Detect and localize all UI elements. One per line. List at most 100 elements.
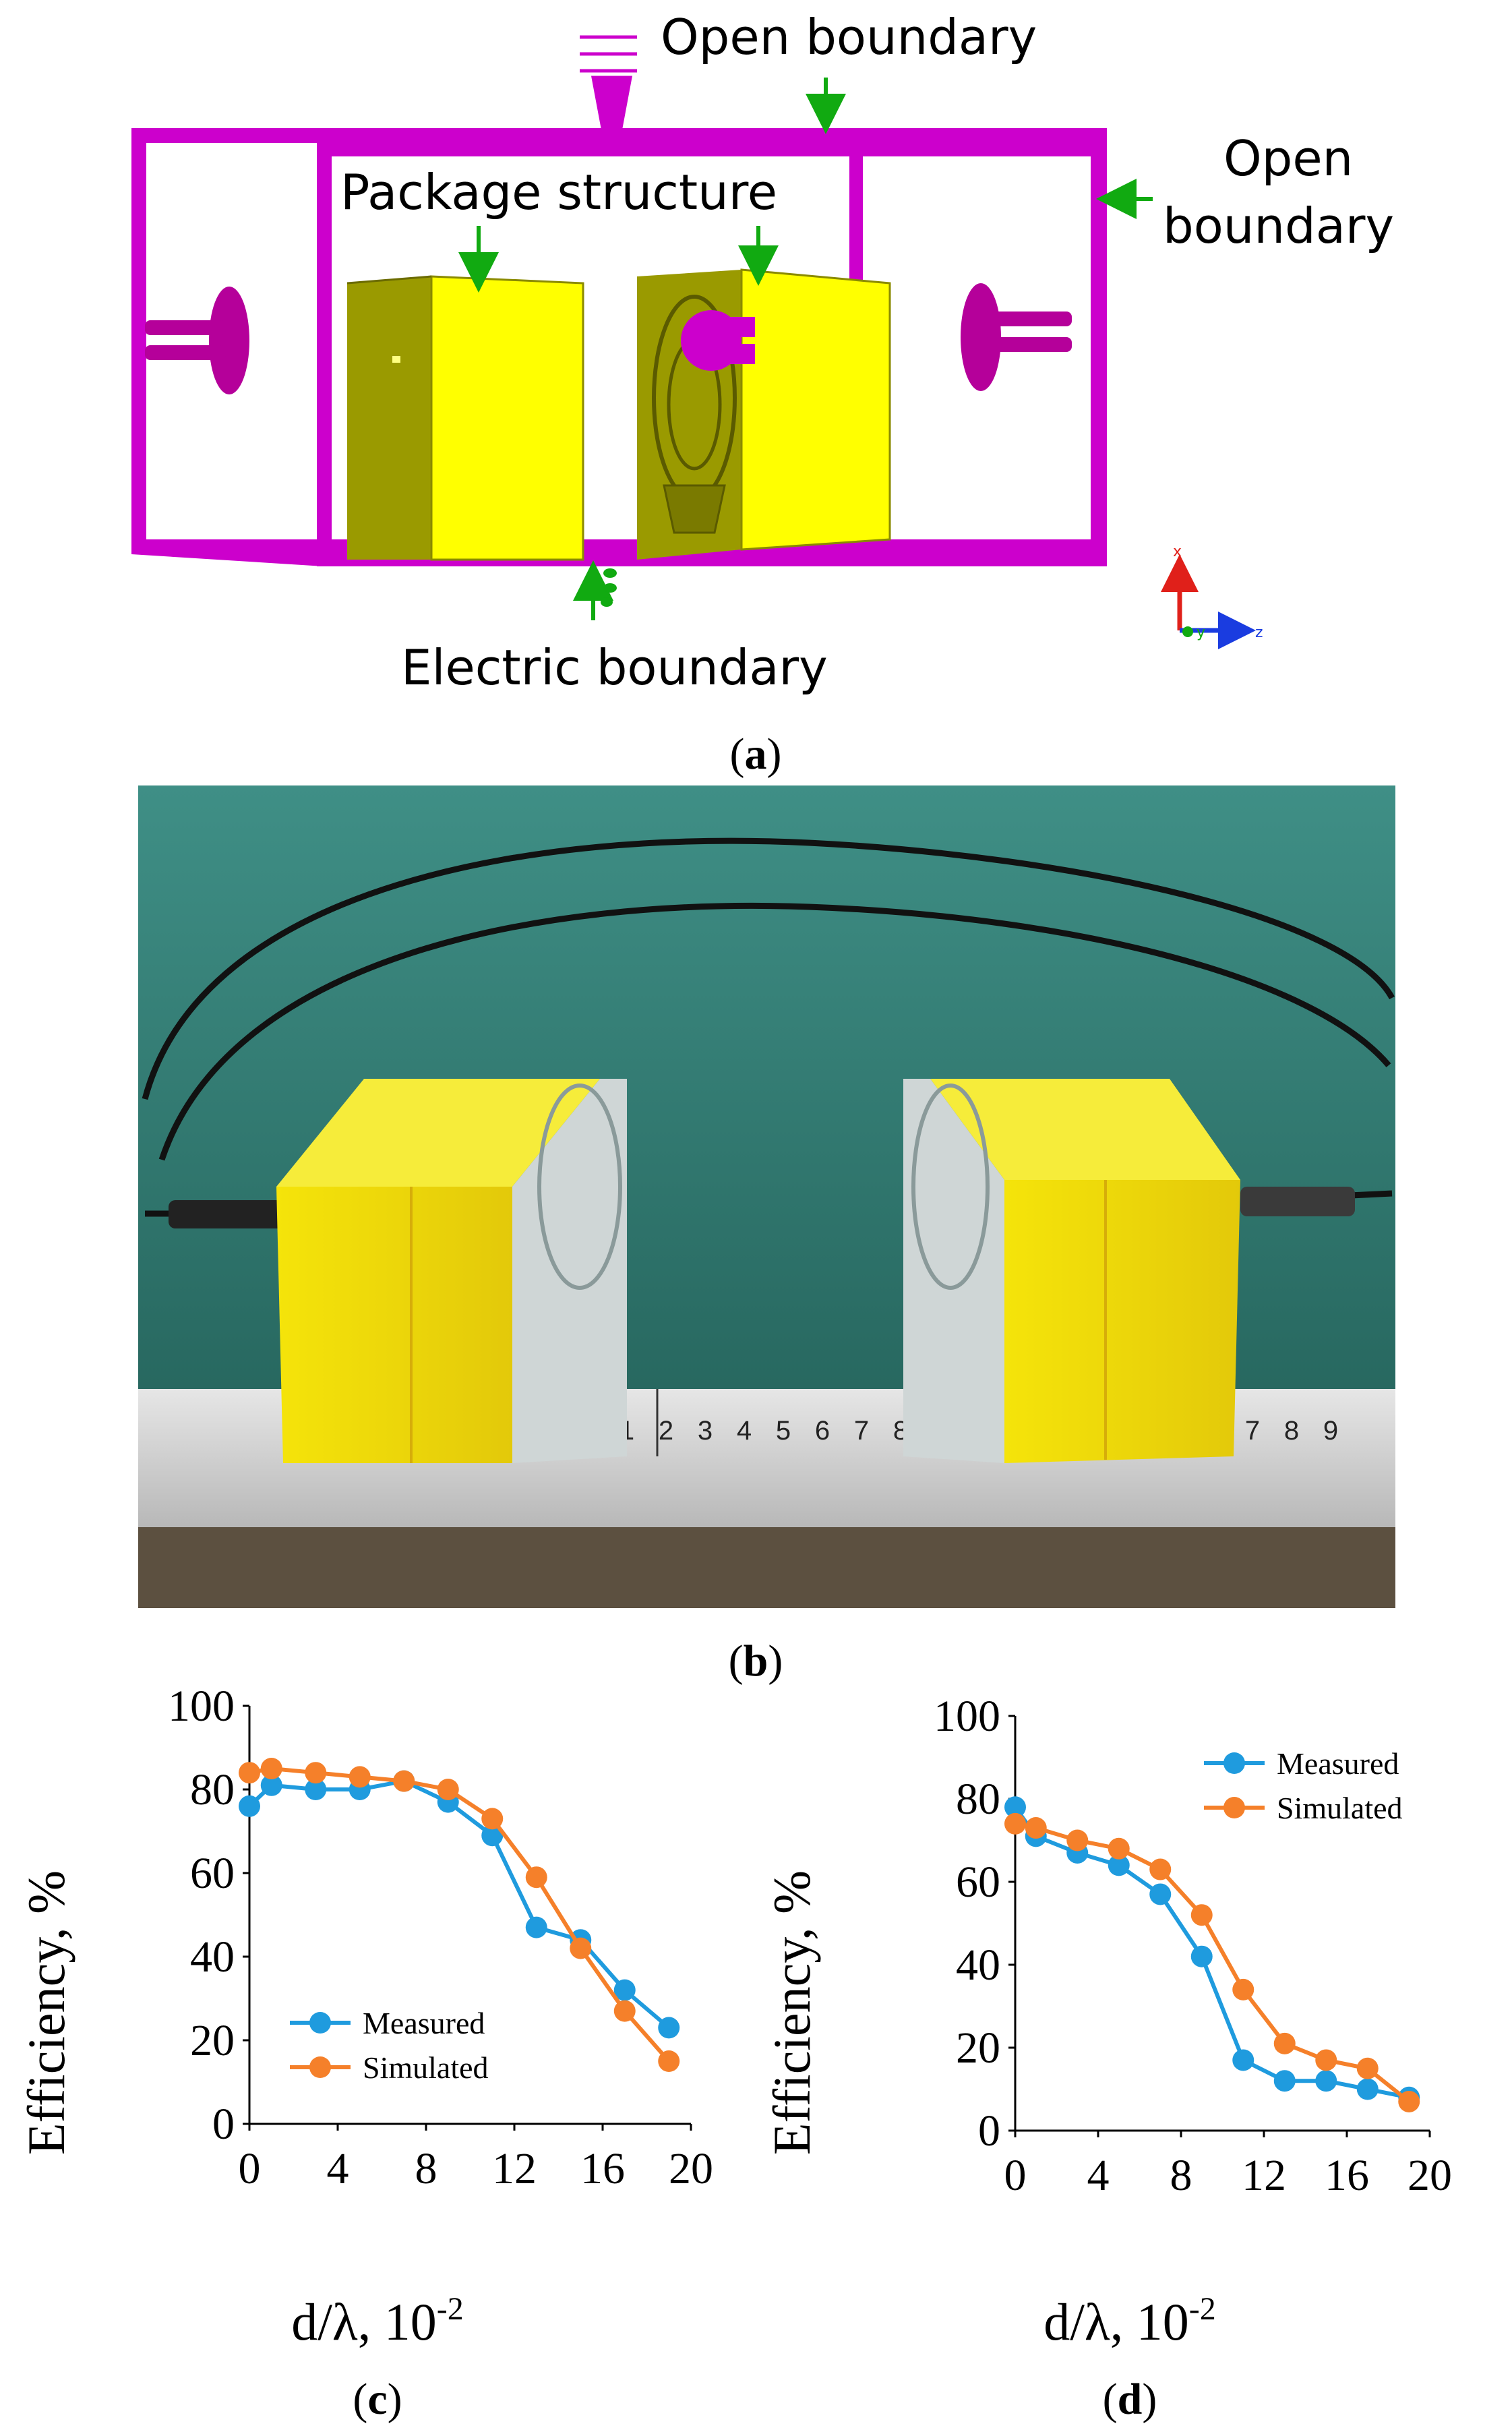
data-point-simulated — [658, 2050, 680, 2072]
data-point-measured — [1190, 1945, 1213, 1967]
panel-a-simulation-model: Open boundary Open boundary Package stru… — [0, 0, 1512, 782]
legend-marker-simulated — [1223, 1797, 1245, 1818]
x-tick-label: 20 — [669, 2144, 713, 2193]
y-tick-label: 60 — [190, 1849, 235, 1898]
x-tick-label: 20 — [1408, 2151, 1452, 2200]
legend-marker-measured — [309, 2012, 331, 2034]
x-tick-label: 16 — [1325, 2151, 1369, 2200]
series-line-simulated — [1015, 1821, 1411, 2104]
data-point-measured — [1273, 2070, 1296, 2092]
x-tick-label: 12 — [492, 2144, 537, 2193]
legend-label-simulated: Simulated — [1277, 1791, 1403, 1825]
data-point-measured — [1108, 1854, 1130, 1876]
data-point-simulated — [1108, 1837, 1130, 1860]
axis-y-letter: y — [1197, 624, 1205, 641]
left-wave-port — [145, 287, 249, 394]
x-tick-label: 4 — [1087, 2151, 1110, 2200]
left-connector — [169, 1200, 283, 1228]
caption-c: (c) — [353, 2375, 402, 2424]
data-point-measured — [260, 1774, 282, 1796]
x-tick-label: 8 — [1170, 2151, 1192, 2200]
data-point-simulated — [1398, 2090, 1420, 2112]
data-point-simulated — [570, 1937, 592, 1959]
left-package-box — [346, 275, 584, 561]
legend-marker-simulated — [309, 2056, 331, 2078]
data-point-measured — [481, 1825, 504, 1847]
y-tick-label: 80 — [190, 1765, 235, 1814]
data-point-simulated — [437, 1779, 459, 1800]
label-pointer-arrows — [458, 78, 1153, 620]
data-point-simulated — [1273, 2032, 1296, 2054]
data-point-simulated — [1066, 1829, 1089, 1851]
x-axis-label: d/λ, 10-2 — [291, 2291, 463, 2351]
caption-d: (d) — [1103, 2375, 1157, 2424]
x-tick-label: 12 — [1242, 2151, 1286, 2200]
y-axis-label: Efficiency, % — [762, 1870, 821, 2155]
legend-label-measured: Measured — [1277, 1746, 1399, 1781]
data-point-measured — [1315, 2070, 1337, 2092]
data-point-measured — [1149, 1883, 1172, 1905]
data-point-simulated — [1004, 1812, 1026, 1835]
y-tick-label: 100 — [934, 1692, 1000, 1741]
ruler-number: 9 — [1323, 1416, 1338, 1446]
panel-b-prototype-photo: 67894012345678950123456789 (b) — [0, 782, 1512, 1692]
electric-boundary-marker — [601, 568, 617, 607]
ruler-number: 6 — [815, 1416, 830, 1446]
ruler-number: 2 — [659, 1416, 673, 1446]
data-point-measured — [1232, 2049, 1254, 2071]
right-connector — [1240, 1187, 1355, 1216]
x-tick-label: 4 — [327, 2144, 349, 2193]
data-point-simulated — [349, 1766, 371, 1788]
data-point-measured — [1356, 2078, 1379, 2100]
data-point-measured — [525, 1916, 547, 1938]
y-tick-label: 100 — [168, 1682, 235, 1731]
right-yellow-package — [903, 1079, 1240, 1463]
y-tick-label: 0 — [212, 2100, 235, 2149]
package-structure-label: Package structure — [340, 164, 777, 220]
left-yellow-package — [276, 1079, 627, 1463]
x-tick-label: 0 — [1004, 2151, 1027, 2200]
ruler-number: 3 — [698, 1416, 713, 1446]
x-tick-label: 8 — [415, 2144, 437, 2193]
ruler-number: 7 — [854, 1416, 869, 1446]
data-point-simulated — [1190, 1904, 1213, 1926]
legend-label-simulated: Simulated — [363, 2050, 489, 2085]
open-boundary-right-label-line2: boundary — [1163, 198, 1394, 254]
y-tick-label: 0 — [978, 2106, 1000, 2156]
data-point-measured — [658, 2017, 680, 2039]
simulation-model-drawing: Open boundary Open boundary Package stru… — [131, 9, 1394, 779]
data-point-simulated — [1356, 2057, 1379, 2079]
series-line-measured — [247, 1779, 671, 2029]
caption-b: (b) — [729, 1636, 783, 1686]
data-point-simulated — [393, 1770, 415, 1792]
data-point-measured — [305, 1779, 327, 1800]
open-boundary-top-label: Open boundary — [661, 9, 1037, 65]
data-point-simulated — [481, 1808, 504, 1830]
data-point-simulated — [239, 1762, 260, 1784]
prototype-photo-drawing: 67894012345678950123456789 (b) — [138, 785, 1395, 1686]
x-tick-label: 0 — [239, 2144, 261, 2193]
data-point-measured — [1004, 1796, 1026, 1818]
data-point-simulated — [1232, 1978, 1254, 2000]
ruler-number: 5 — [776, 1416, 791, 1446]
ruler-number: 8 — [1284, 1416, 1299, 1446]
axis-x-letter: x — [1173, 543, 1182, 560]
caption-a: (a) — [730, 730, 782, 779]
x-tick-label: 16 — [580, 2144, 625, 2193]
y-tick-label: 20 — [956, 2023, 1000, 2073]
open-boundary-right-label-line1: Open — [1223, 130, 1353, 187]
ruler-number: 7 — [1245, 1416, 1260, 1446]
data-point-simulated — [525, 1866, 547, 1889]
top-port-sketch — [580, 35, 637, 134]
y-tick-label: 40 — [190, 1932, 235, 1982]
y-tick-label: 60 — [956, 1858, 1000, 1907]
data-point-simulated — [1025, 1817, 1047, 1839]
y-tick-label: 80 — [956, 1775, 1000, 1824]
legend-marker-measured — [1223, 1752, 1245, 1774]
data-point-simulated — [613, 2000, 636, 2022]
coordinate-axis-triad: x y z — [1161, 543, 1263, 649]
